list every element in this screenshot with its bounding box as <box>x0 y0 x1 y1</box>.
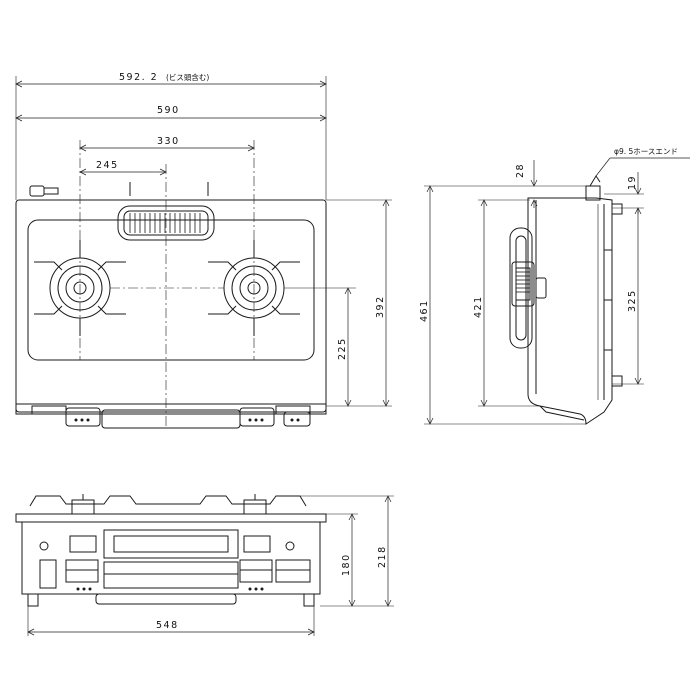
dim-hose-offset: 19 <box>627 175 638 190</box>
front-view-dimensions <box>27 495 392 636</box>
dim-side-overall-depth: 461 <box>419 299 430 322</box>
front-view-dimension-labels: 180 218 548 <box>156 545 388 631</box>
side-view-dimension-labels: 461 421 28 φ9. 5ホースエンド 19 325 <box>419 147 678 322</box>
dim-side-top-offset: 28 <box>515 163 526 178</box>
top-view-dimension-labels: 592. 2 (ビス頭含む) 590 330 245 225 392 <box>96 72 386 360</box>
dim-overall-width-note: (ビス頭含む) <box>166 72 209 82</box>
dim-hose-to-bottom: 325 <box>627 289 638 312</box>
dim-front-width: 548 <box>156 620 179 631</box>
front-view <box>15 494 394 636</box>
dim-burner-depth: 225 <box>337 337 348 360</box>
dim-front-height: 180 <box>341 553 352 576</box>
side-view <box>424 175 644 425</box>
dim-body-width: 590 <box>157 105 180 116</box>
side-view-dimensions <box>426 157 690 425</box>
left-burner <box>34 240 126 336</box>
dim-left-burner-offset: 245 <box>96 160 119 171</box>
dim-front-overall-height: 218 <box>377 545 388 568</box>
dim-overall-width: 592. 2 <box>119 72 158 83</box>
dim-top-depth: 392 <box>375 295 386 318</box>
hose-end-note: φ9. 5ホースエンド <box>614 147 678 156</box>
top-view-dimensions <box>15 80 390 407</box>
top-view <box>15 76 392 429</box>
dim-burner-spacing: 330 <box>157 136 180 147</box>
dim-side-body-depth: 421 <box>473 295 484 318</box>
